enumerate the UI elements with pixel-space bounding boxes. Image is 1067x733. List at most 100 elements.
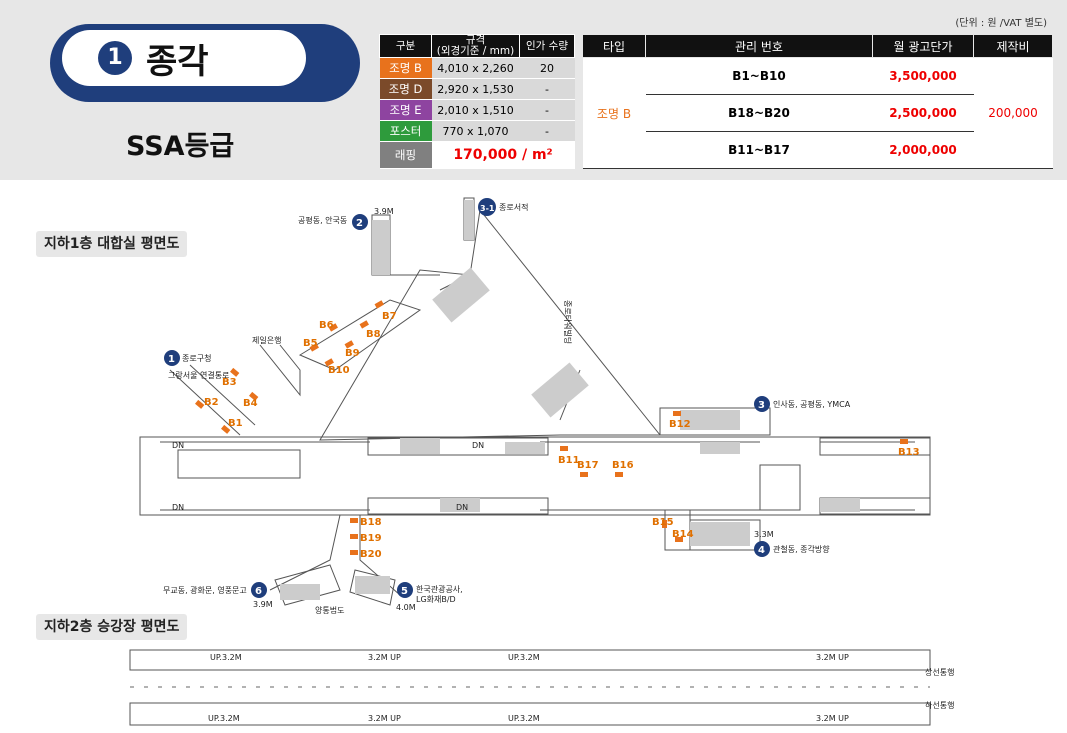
station-name: 종각	[146, 42, 209, 82]
board-label: B5	[303, 338, 318, 349]
section-title-b2: 지하2층 승강장 평면도	[36, 614, 188, 640]
platform-up-label: 3.2M UP	[368, 653, 401, 662]
board-label: B3	[222, 377, 237, 388]
board-label: B11	[558, 455, 580, 466]
dn-label: DN	[172, 503, 184, 512]
board-label: B1	[228, 418, 243, 429]
station-number: 1	[98, 41, 132, 75]
exit-label: 종로구청	[182, 354, 211, 363]
price-header-production: 제작비	[973, 34, 1053, 58]
spec-qty: 20	[519, 57, 575, 79]
exit-label: 무교동, 광화문, 영풍문고	[163, 585, 247, 595]
spec-size: 2,010 x 1,510	[431, 99, 520, 121]
spec-qty: -	[519, 78, 575, 100]
board-label: B12	[669, 419, 691, 430]
exit-number: 3	[758, 400, 765, 411]
exit-2: 2 공평동, 안국동 3.9M	[298, 207, 394, 230]
board-label: B4	[243, 398, 258, 409]
exit-3: 3 인사동, 공평동, YMCA	[754, 396, 851, 412]
exit-label: 종로서적	[499, 202, 528, 212]
spec-row: 조명 B 4,010 x 2,260 20	[379, 57, 575, 79]
track-down-label: 하선통행	[925, 700, 954, 710]
spec-qty: -	[519, 120, 575, 142]
spec-qty: -	[519, 99, 575, 121]
board-label: B9	[345, 348, 360, 359]
price-header-price: 월 광고단가	[872, 34, 974, 58]
spec-header-size: 규격 (외경기준 / mm)	[431, 34, 520, 58]
platform-up-label: UP.3.2M	[508, 714, 540, 723]
board-label: B20	[360, 549, 382, 560]
bank-label: 제일은행	[252, 335, 281, 345]
exit-label: 관철동, 종각방향	[773, 544, 830, 554]
spec-size: 4,010 x 2,260	[431, 57, 520, 79]
exit-number: 5	[401, 586, 408, 597]
exit-sub: 3.9M	[253, 600, 273, 609]
price-type: 조명 B	[582, 57, 646, 169]
dn-label: DN	[172, 441, 184, 450]
track-up-label: 상선통행	[925, 667, 954, 677]
exit-1: 1 종로구청 그랑서울 연결통로	[164, 350, 229, 380]
board-label: B14	[672, 529, 694, 540]
spec-header-qty: 인가 수량	[519, 34, 575, 58]
exit-number: 1	[168, 354, 175, 365]
exit-number: 6	[255, 586, 262, 597]
exit-sub: 그랑서울 연결통로	[168, 370, 229, 380]
spec-size: 770 x 1,070	[431, 120, 520, 142]
unit-note: (단위 : 원 /VAT 별도)	[955, 18, 1047, 29]
spec-type: 포스터	[379, 120, 432, 142]
dn-label: DN	[472, 441, 484, 450]
exit-sub: LG화재B/D	[416, 595, 456, 604]
spec-table: 구분 규격 (외경기준 / mm) 인가 수량 조명 B 4,010 x 2,2…	[379, 34, 575, 169]
exit-label: 한국관광공사,	[416, 584, 463, 594]
platform-up-label: UP.3.2M	[210, 653, 242, 662]
board-label: B13	[898, 447, 920, 458]
board-label: B15	[652, 517, 674, 528]
spec-type: 조명 B	[379, 57, 432, 79]
board-label: B19	[360, 533, 382, 544]
production-cost: 200,000	[973, 57, 1053, 169]
platform-up-label: 3.2M UP	[816, 653, 849, 662]
exit-5: 5 한국관광공사, LG화재B/D 4.0M	[396, 582, 463, 612]
exit-height: 4.0M	[396, 603, 416, 612]
board-label: B17	[577, 460, 599, 471]
floor-plan: B1 B2 B3 B4 B5 B6 B7 B8 B9 B10 B11 B12 B…	[129, 197, 954, 726]
board-label: B16	[612, 460, 634, 471]
platform-up-label: 3.2M UP	[368, 714, 401, 723]
price-row: 조명 B B1~B10 3,500,000 200,000	[582, 57, 1053, 169]
board-label: B18	[360, 517, 382, 528]
station-grade: SSA등급	[126, 131, 235, 162]
section-title-b1: 지하1층 대합실 평면도	[36, 231, 188, 257]
exit-6: 6 무교동, 광화문, 영풍문고 3.9M	[163, 582, 273, 609]
board-label: B8	[366, 329, 381, 340]
price-header-type: 타입	[582, 34, 646, 58]
spec-type: 조명 E	[379, 99, 432, 121]
tower-label: 종로타워빌딩	[563, 300, 573, 344]
spec-row: 조명 E 2,010 x 1,510 -	[379, 99, 575, 121]
price-id: B1~B10	[645, 57, 873, 95]
board-label: B2	[204, 397, 219, 408]
board-label: B6	[319, 320, 334, 331]
exit-label: 인사동, 공평동, YMCA	[773, 399, 851, 409]
exit-number: 2	[356, 218, 363, 229]
price-value: 3,500,000	[872, 57, 974, 95]
wrap-price: 170,000 / m²	[431, 141, 575, 169]
exit-number: 4	[758, 545, 765, 556]
spec-row: 포스터 770 x 1,070 -	[379, 120, 575, 142]
spec-row: 조명 D 2,920 x 1,530 -	[379, 78, 575, 100]
wrap-label: 래핑	[379, 141, 432, 169]
exit-number: 3-1	[480, 204, 495, 213]
header-panel: 1 종각 SSA등급 (단위 : 원 /VAT 별도) 구분 규격 (외경기준 …	[0, 0, 1067, 180]
price-id: B18~B20	[645, 94, 873, 132]
spec-type: 조명 D	[379, 78, 432, 100]
wrap-row: 래핑 170,000 / m²	[379, 141, 575, 169]
exit-sub: 3.3M	[754, 530, 774, 539]
exit-4: 4 관철동, 종각방향 3.3M	[754, 530, 830, 557]
platform-up-label: UP.3.2M	[508, 653, 540, 662]
price-value: 2,500,000	[872, 94, 974, 132]
price-row: B11~B17 2,000,000	[583, 131, 1053, 169]
board-label: B7	[382, 311, 397, 322]
price-value: 2,000,000	[872, 131, 974, 169]
price-id: B11~B17	[645, 131, 873, 169]
underpass-label: 양통법도	[315, 605, 344, 615]
price-row: B18~B20 2,500,000	[583, 94, 1053, 132]
